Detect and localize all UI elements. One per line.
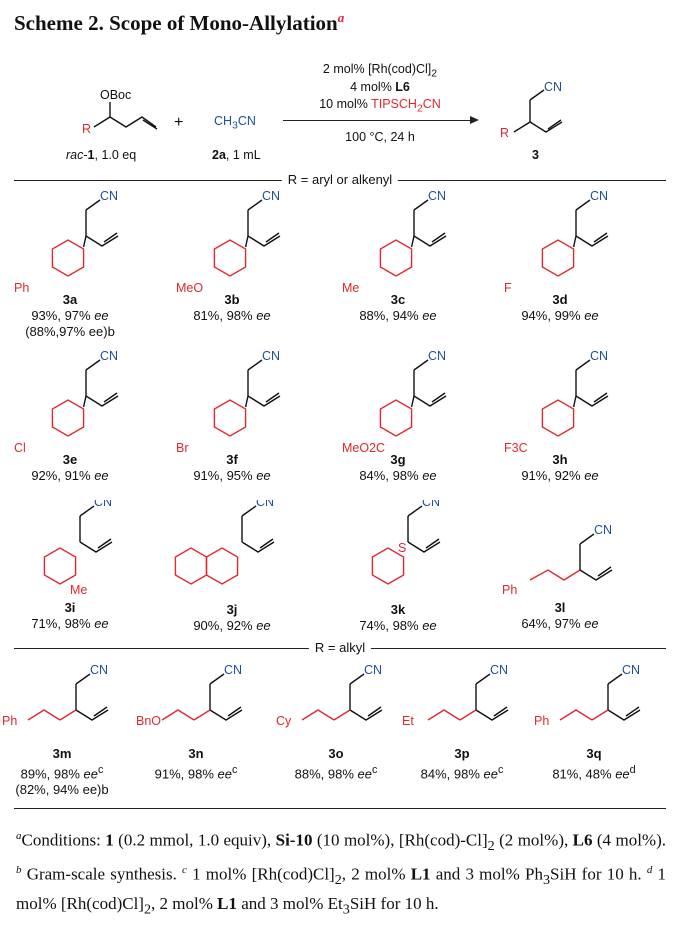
structure-3k: CN S <box>371 500 441 585</box>
svg-text:Ph: Ph <box>14 281 29 295</box>
substrate-label: rac-1, 1.0 eq <box>66 148 137 162</box>
cond-l6: 4 mol% L6 <box>350 80 410 94</box>
svg-text:CN: CN <box>594 523 612 537</box>
cond-silane: 10 mol% TIPSCH2CN <box>319 97 441 115</box>
structure-3b: CN MeO <box>176 190 281 295</box>
svg-text:Ph: Ph <box>2 714 17 728</box>
svg-text:CN: CN <box>262 190 280 203</box>
svg-text:CN: CN <box>428 350 446 363</box>
svg-text:BnO: BnO <box>136 714 161 728</box>
structure-3q: CN Ph <box>534 663 641 728</box>
structure-3d: CN F <box>504 190 609 295</box>
svg-text:CN: CN <box>256 500 274 509</box>
divider-footnote <box>14 808 666 809</box>
svg-text:CN: CN <box>422 500 440 509</box>
svg-text:Me: Me <box>70 583 87 597</box>
svg-text:Cy: Cy <box>276 714 292 728</box>
reagent-ch3cn: CH3CN <box>214 114 256 132</box>
structure-3i: CN Me <box>43 500 113 597</box>
reaction-arrow <box>283 120 473 121</box>
substrate-r: R <box>82 122 92 136</box>
structure-3c: CN Me <box>342 190 447 295</box>
svg-text:Cl: Cl <box>14 441 26 455</box>
structure-3n: CN BnO <box>136 663 243 728</box>
section-alkyl: R = alkyl <box>308 640 372 655</box>
structure-3g: CN MeO2C <box>342 350 447 455</box>
structure-3l: CN Ph <box>502 523 613 597</box>
structure-3j: CN <box>174 500 275 585</box>
svg-text:CN: CN <box>94 500 112 509</box>
svg-text:CN: CN <box>224 663 242 677</box>
cond-rh: 2 mol% [Rh(cod)Cl]2 <box>322 62 438 80</box>
structure-3o: CN Cy <box>276 663 383 728</box>
svg-text:CN: CN <box>622 663 640 677</box>
structure-3f: CN Br <box>176 350 281 455</box>
product-r: R <box>500 126 510 140</box>
svg-text:S: S <box>398 541 406 555</box>
svg-text:CN: CN <box>90 663 108 677</box>
svg-text:CN: CN <box>428 190 446 203</box>
structure-3h: CN F3C <box>504 350 609 455</box>
arrow-head <box>470 116 479 124</box>
svg-text:CN: CN <box>100 350 118 363</box>
product-structure <box>513 89 563 133</box>
svg-text:MeO2C: MeO2C <box>342 441 385 455</box>
substrate-structure <box>93 102 158 130</box>
product-cn: CN <box>544 80 563 94</box>
section-aryl: R = aryl or alkenyl <box>281 172 399 187</box>
substrate-oboc: OBoc <box>100 88 132 102</box>
scheme-title: Scheme 2. Scope of Mono-Allylationa <box>14 10 345 35</box>
svg-text:CN: CN <box>364 663 382 677</box>
svg-text:CN: CN <box>590 350 608 363</box>
svg-text:CN: CN <box>490 663 508 677</box>
svg-text:Me: Me <box>342 281 359 295</box>
footnote: aConditions: 1 (0.2 mmol, 1.0 equiv), Si… <box>16 830 667 918</box>
svg-text:Ph: Ph <box>502 583 517 597</box>
svg-text:F3C: F3C <box>504 441 528 455</box>
svg-text:F: F <box>504 281 512 295</box>
svg-text:Et: Et <box>402 714 414 728</box>
svg-text:MeO: MeO <box>176 281 203 295</box>
product-label: 3 <box>532 148 539 162</box>
structure-3a: CN Ph <box>14 190 119 295</box>
svg-text:Br: Br <box>176 441 189 455</box>
plus-sign: + <box>174 114 184 131</box>
svg-text:CN: CN <box>262 350 280 363</box>
structure-3e: CN Cl <box>14 350 119 455</box>
reagent-label: 2a, 1 mL <box>212 148 261 162</box>
structure-3p: CN Et <box>402 663 509 728</box>
cond-temp: 100 °C, 24 h <box>345 130 415 144</box>
svg-text:CN: CN <box>590 190 608 203</box>
structure-3m: CN Ph <box>2 663 109 728</box>
svg-text:Ph: Ph <box>534 714 549 728</box>
svg-text:CN: CN <box>100 190 118 203</box>
